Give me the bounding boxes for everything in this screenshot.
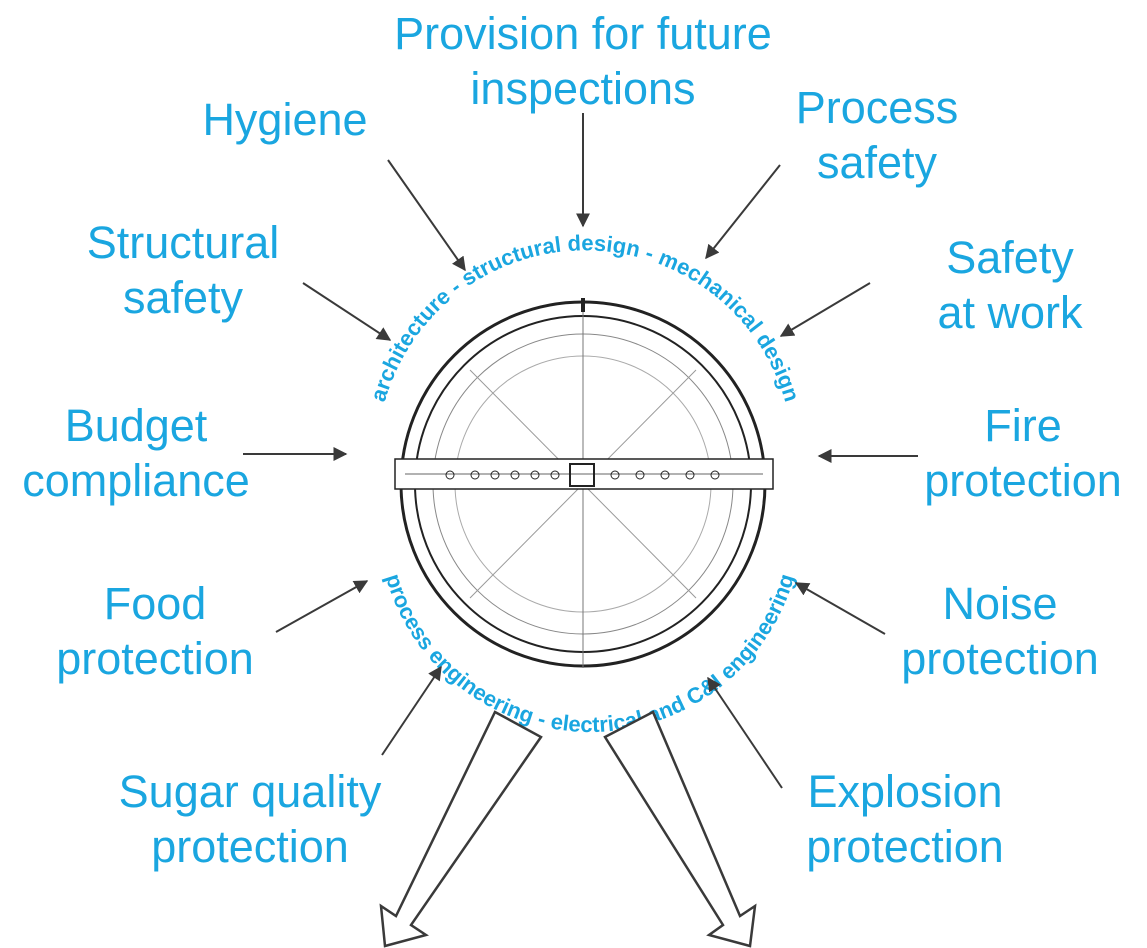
disciplines-bottom-arc: process engineering - electrical and C&I… — [381, 571, 799, 737]
arrow-explosion-protection — [707, 676, 783, 789]
arrow-process-safety — [705, 164, 781, 260]
silo-center-hub — [569, 463, 595, 487]
arrow-hygiene — [387, 159, 466, 272]
arrow-structural-safety — [302, 282, 392, 341]
disciplines-top-arc: architecture - structural design - mecha… — [365, 230, 804, 404]
silo-plan-drawing — [394, 298, 774, 668]
output-arrow-left — [379, 710, 543, 948]
arrow-food-protection — [275, 580, 369, 633]
label-hygiene: Hygiene — [202, 94, 368, 145]
silo-conveyor-bolts — [445, 470, 720, 480]
output-arrow-right — [603, 710, 757, 948]
arrow-noise-protection — [794, 582, 886, 635]
arrow-sugar-quality-protection — [381, 665, 442, 756]
arrow-safety-at-work — [779, 282, 871, 337]
